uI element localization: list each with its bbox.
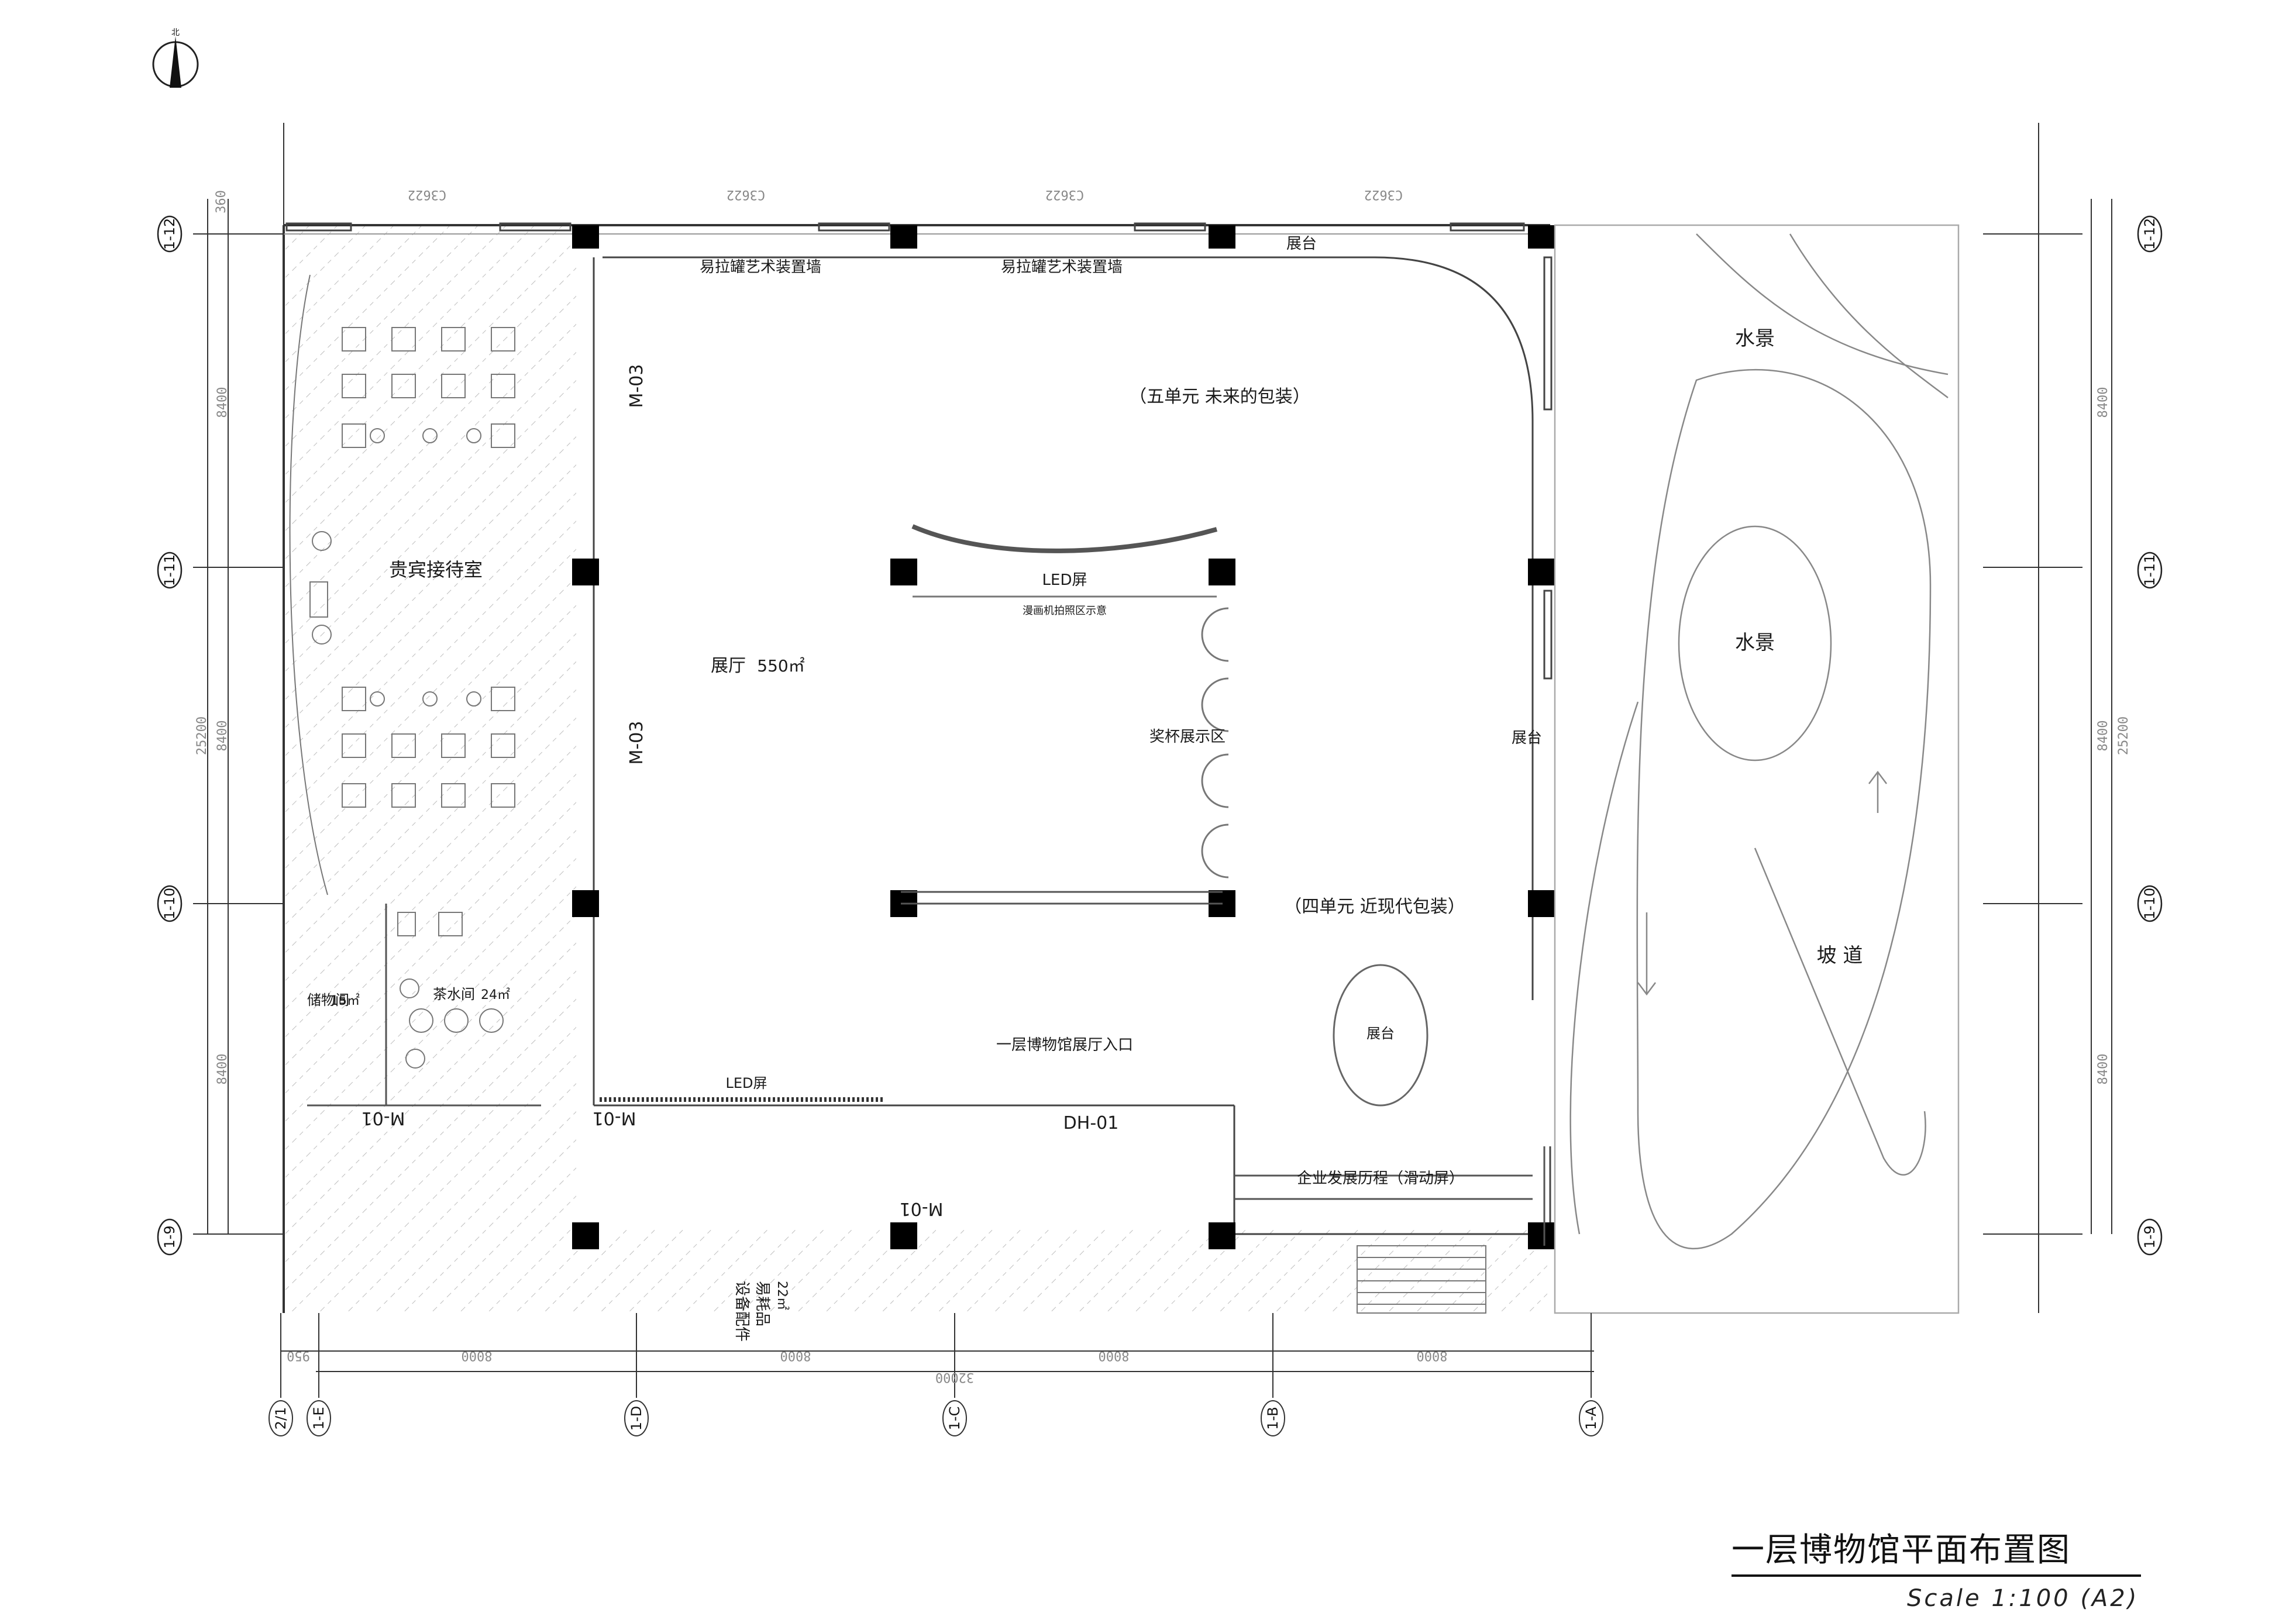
water-feature-1: 水景 [1735,327,1775,350]
dim-right-2: 8400 [2096,721,2111,752]
landscape [1554,224,1960,1314]
columns [572,225,1555,1249]
hatch-lower [576,1228,1547,1313]
window-tag-4: C3622 [1364,187,1403,202]
window-tag-2: C3622 [727,187,765,202]
drawing-title: 一层博物馆平面布置图 [1732,1524,2141,1577]
tea-fixtures [397,912,504,1069]
room-tea: 茶水间 [433,986,475,1002]
stand-label-3: 展台 [1366,1025,1395,1042]
room-storage: 储物间 [307,992,349,1008]
grid-label-v3-right: 1-9 [2142,1225,2158,1248]
can-wall-label-2: 易拉罐艺术装置墙 [1001,259,1123,276]
dim-left-2: 8400 [215,721,230,752]
dim-right-total: 25200 [2116,716,2131,755]
grid-label-h4: 1-B [1265,1407,1281,1430]
grid-label-h3: 1-C [946,1407,963,1431]
door-tag-m01-c: M-01 [900,1198,944,1219]
room-equipment-area: 22㎡ [774,1281,790,1310]
dim-bottom-1: 8000 [462,1348,493,1363]
led-curve [911,524,1218,553]
oval-stand [1333,964,1428,1107]
grid-label-h2: 1-D [628,1406,645,1431]
history-screen-label: 企业发展历程（滑动屏） [1297,1170,1464,1187]
hatch-vip [284,225,576,904]
dim-left-1: 8400 [215,387,230,418]
door-tag-m03-b: M-03 [627,721,647,765]
stand-label-2: 展台 [1512,729,1542,747]
room-equipment-2: 易耗品 [753,1281,771,1326]
grid-label-h5: 1-A [1583,1407,1599,1430]
dim-bottom-4: 8000 [1417,1348,1448,1363]
door-tag-m01-a: M-01 [362,1108,405,1128]
dim-left-3: 8400 [215,1054,230,1085]
north-arrow-icon: 北 [152,28,199,88]
grid-label-v2-right: 1-10 [2142,888,2158,919]
drawing-scale: Scale 1:100 (A2) [1907,1585,2139,1612]
dim-left-0: 360 [214,190,229,213]
grid-label-v1-right: 1-11 [2142,554,2158,586]
room-equipment-1: 设备配件 [733,1281,751,1342]
room-hall: 展厅 [711,656,746,676]
grid-label-v2: 1-10 [161,888,178,919]
entrance-label: 一层博物馆展厅入口 [996,1036,1133,1054]
vip-seating [289,274,515,895]
dim-right-3: 8400 [2096,1054,2111,1085]
window-tag-1: C3622 [408,187,446,202]
ramp-label: 坡 道 [1817,944,1863,967]
stand-label-1: 展台 [1286,235,1317,253]
door-tag-dh01: DH-01 [1063,1113,1119,1133]
led-label-2: LED屏 [725,1075,767,1091]
dim-right-1: 8400 [2096,387,2111,418]
dim-left-total: 25200 [195,716,209,755]
led-label-1: LED屏 [1042,571,1087,589]
grid-label-v0-right: 1-12 [2142,218,2158,250]
grid-label-v3: 1-9 [161,1225,178,1248]
room-storage-area: 15㎡ [331,993,360,1008]
grid-label-h0: 2/1 [273,1407,289,1430]
room-tea-area: 24㎡ [481,987,510,1002]
hatch-storage [284,904,576,1313]
room-vip: 贵宾接待室 [389,559,483,581]
grid-label-v0: 1-12 [161,218,178,250]
windows-top [285,222,1553,680]
dim-bottom-0: 950 [287,1348,310,1363]
window-tag-3: C3622 [1045,187,1084,202]
dim-bottom-2: 8000 [780,1348,811,1363]
trophy-area-label: 奖杯展示区 [1149,728,1226,746]
unit4-label: （四单元 近现代包装） [1284,897,1465,917]
grid-label-h1: 1-E [311,1407,327,1429]
partitions [307,891,1545,1246]
room-hall-area: 550㎡ [757,656,804,676]
grid-label-v1: 1-11 [161,554,178,586]
title-block: 一层博物馆平面布置图 Scale 1:100 (A2) [1732,1524,2141,1612]
grid-bottom [269,1313,1603,1436]
photo-area-label: 漫画机拍照区示意 [1023,605,1107,617]
door-tag-m03-a: M-03 [627,364,647,408]
grid-bubbles-v [157,215,2163,1256]
dim-bottom-3: 8000 [1099,1348,1130,1363]
unit5-label: （五单元 未来的包装） [1129,387,1310,407]
door-tag-m01-b: M-01 [593,1108,636,1128]
north-label: 北 [171,28,180,37]
can-wall-label-1: 易拉罐艺术装置墙 [700,259,821,276]
staircase [1357,1245,1486,1314]
trophy-arcs [1201,607,1229,878]
dim-bottom-total: 32000 [935,1370,974,1384]
water-feature-2: 水景 [1735,631,1775,654]
grid-left [193,123,2112,1313]
